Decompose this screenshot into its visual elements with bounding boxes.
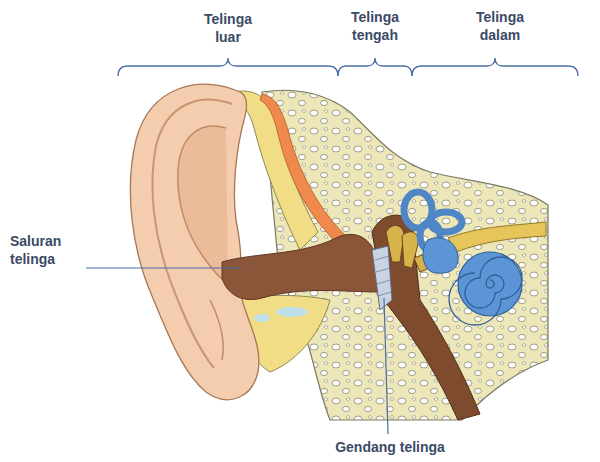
vestibule [423, 238, 458, 273]
gland [276, 307, 308, 317]
ear-drum-lines [375, 256, 391, 296]
helix-fold [152, 100, 232, 368]
leader-line [86, 267, 242, 268]
part-label: Saluran telinga [10, 232, 86, 268]
ear-drum [372, 246, 392, 310]
cochlea-spiral [449, 257, 522, 325]
ear-canal [222, 234, 380, 299]
leader-line [384, 298, 388, 434]
gland [254, 314, 270, 322]
region-label: Telinga luar [190, 10, 266, 46]
lobe-fold [210, 300, 223, 360]
part-label: Gendang telinga [335, 438, 445, 456]
region-label: Telinga dalam [462, 8, 538, 44]
region-brackets [118, 58, 578, 76]
region-label: Telinga tengah [337, 8, 413, 44]
concha [178, 126, 228, 284]
skin-layer [260, 94, 350, 246]
auricle [130, 84, 259, 400]
malleus [386, 225, 404, 262]
